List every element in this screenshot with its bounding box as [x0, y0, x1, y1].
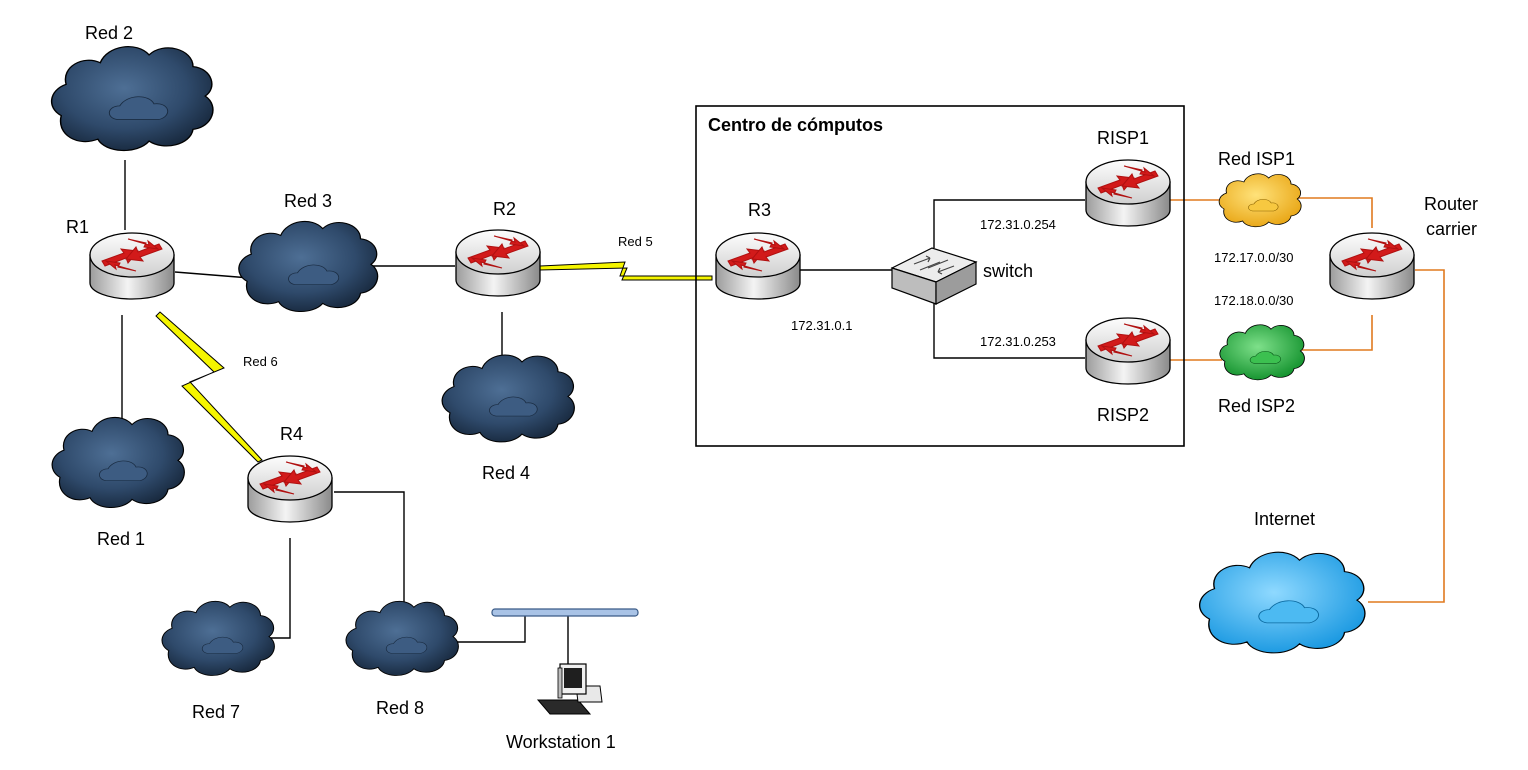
- cloud-red-isp2: [1219, 324, 1305, 381]
- red8-label: Red 8: [376, 698, 424, 718]
- workstation-label: Workstation 1: [506, 732, 616, 752]
- link-switch-risp1: [933, 199, 1085, 248]
- red5-label: Red 5: [618, 234, 653, 249]
- lan-bus: [491, 608, 639, 617]
- r3-ip-label: 172.31.0.1: [791, 318, 852, 333]
- red2-label: Red 2: [85, 23, 133, 43]
- red3-label: Red 3: [284, 191, 332, 211]
- link-red8-lan: [455, 614, 526, 643]
- cloud-red-isp1: [1218, 173, 1302, 228]
- link-r4-red7: [268, 538, 291, 639]
- isp1-net-label: 172.17.0.0/30: [1214, 250, 1294, 265]
- risp2-label: RISP2: [1097, 405, 1149, 425]
- router-r2-icon[interactable]: [455, 229, 541, 297]
- red1-label: Red 1: [97, 529, 145, 549]
- carrier-label-2: carrier: [1426, 219, 1477, 239]
- risp2-ip-label: 172.31.0.253: [980, 334, 1056, 349]
- cloud-red7: [161, 600, 275, 676]
- switch-icon[interactable]: [890, 247, 978, 305]
- link-carrier-internet: [1368, 269, 1445, 603]
- link-isp2-carrier: [1300, 315, 1373, 351]
- r2-label: R2: [493, 199, 516, 219]
- link-isp1-carrier: [1298, 197, 1373, 228]
- links: [121, 160, 1445, 665]
- isp2-net-label: 172.18.0.0/30: [1214, 293, 1294, 308]
- risp1-label: RISP1: [1097, 128, 1149, 148]
- datacenter-box: [695, 105, 1185, 447]
- datacenter-title: Centro de cómputos: [708, 115, 883, 135]
- red6-label: Red 6: [243, 354, 278, 369]
- r4-label: R4: [280, 424, 303, 444]
- link-switch-risp2: [933, 302, 1085, 359]
- r3-label: R3: [748, 200, 771, 220]
- router-r1-icon[interactable]: [89, 232, 175, 300]
- carrier-label-1: Router: [1424, 194, 1478, 214]
- risp1-ip-label: 172.31.0.254: [980, 217, 1056, 232]
- cloud-red1: [51, 416, 185, 509]
- router-r4-icon[interactable]: [247, 455, 333, 523]
- workstation-icon: [536, 663, 603, 715]
- red-isp1-label: Red ISP1: [1218, 149, 1295, 169]
- r1-label: R1: [66, 217, 89, 237]
- cloud-internet: [1198, 551, 1366, 654]
- cloud-red2: [50, 45, 214, 152]
- internet-label: Internet: [1254, 509, 1315, 529]
- router-carrier-icon[interactable]: [1329, 232, 1415, 300]
- cloud-red8: [345, 600, 459, 676]
- red-isp2-label: Red ISP2: [1218, 396, 1295, 416]
- serial-link-red6: [155, 311, 263, 463]
- router-risp1-icon[interactable]: [1085, 159, 1171, 227]
- link-r1-red3: [174, 271, 251, 279]
- serial-link-red5: [539, 261, 713, 281]
- router-risp2-icon[interactable]: [1085, 317, 1171, 385]
- link-r4-red8: [334, 491, 405, 610]
- switch-label: switch: [983, 261, 1033, 281]
- cloud-red3: [238, 220, 379, 313]
- red4-label: Red 4: [482, 463, 530, 483]
- cloud-red4: [441, 354, 575, 443]
- router-r3-icon[interactable]: [715, 232, 801, 300]
- red7-label: Red 7: [192, 702, 240, 722]
